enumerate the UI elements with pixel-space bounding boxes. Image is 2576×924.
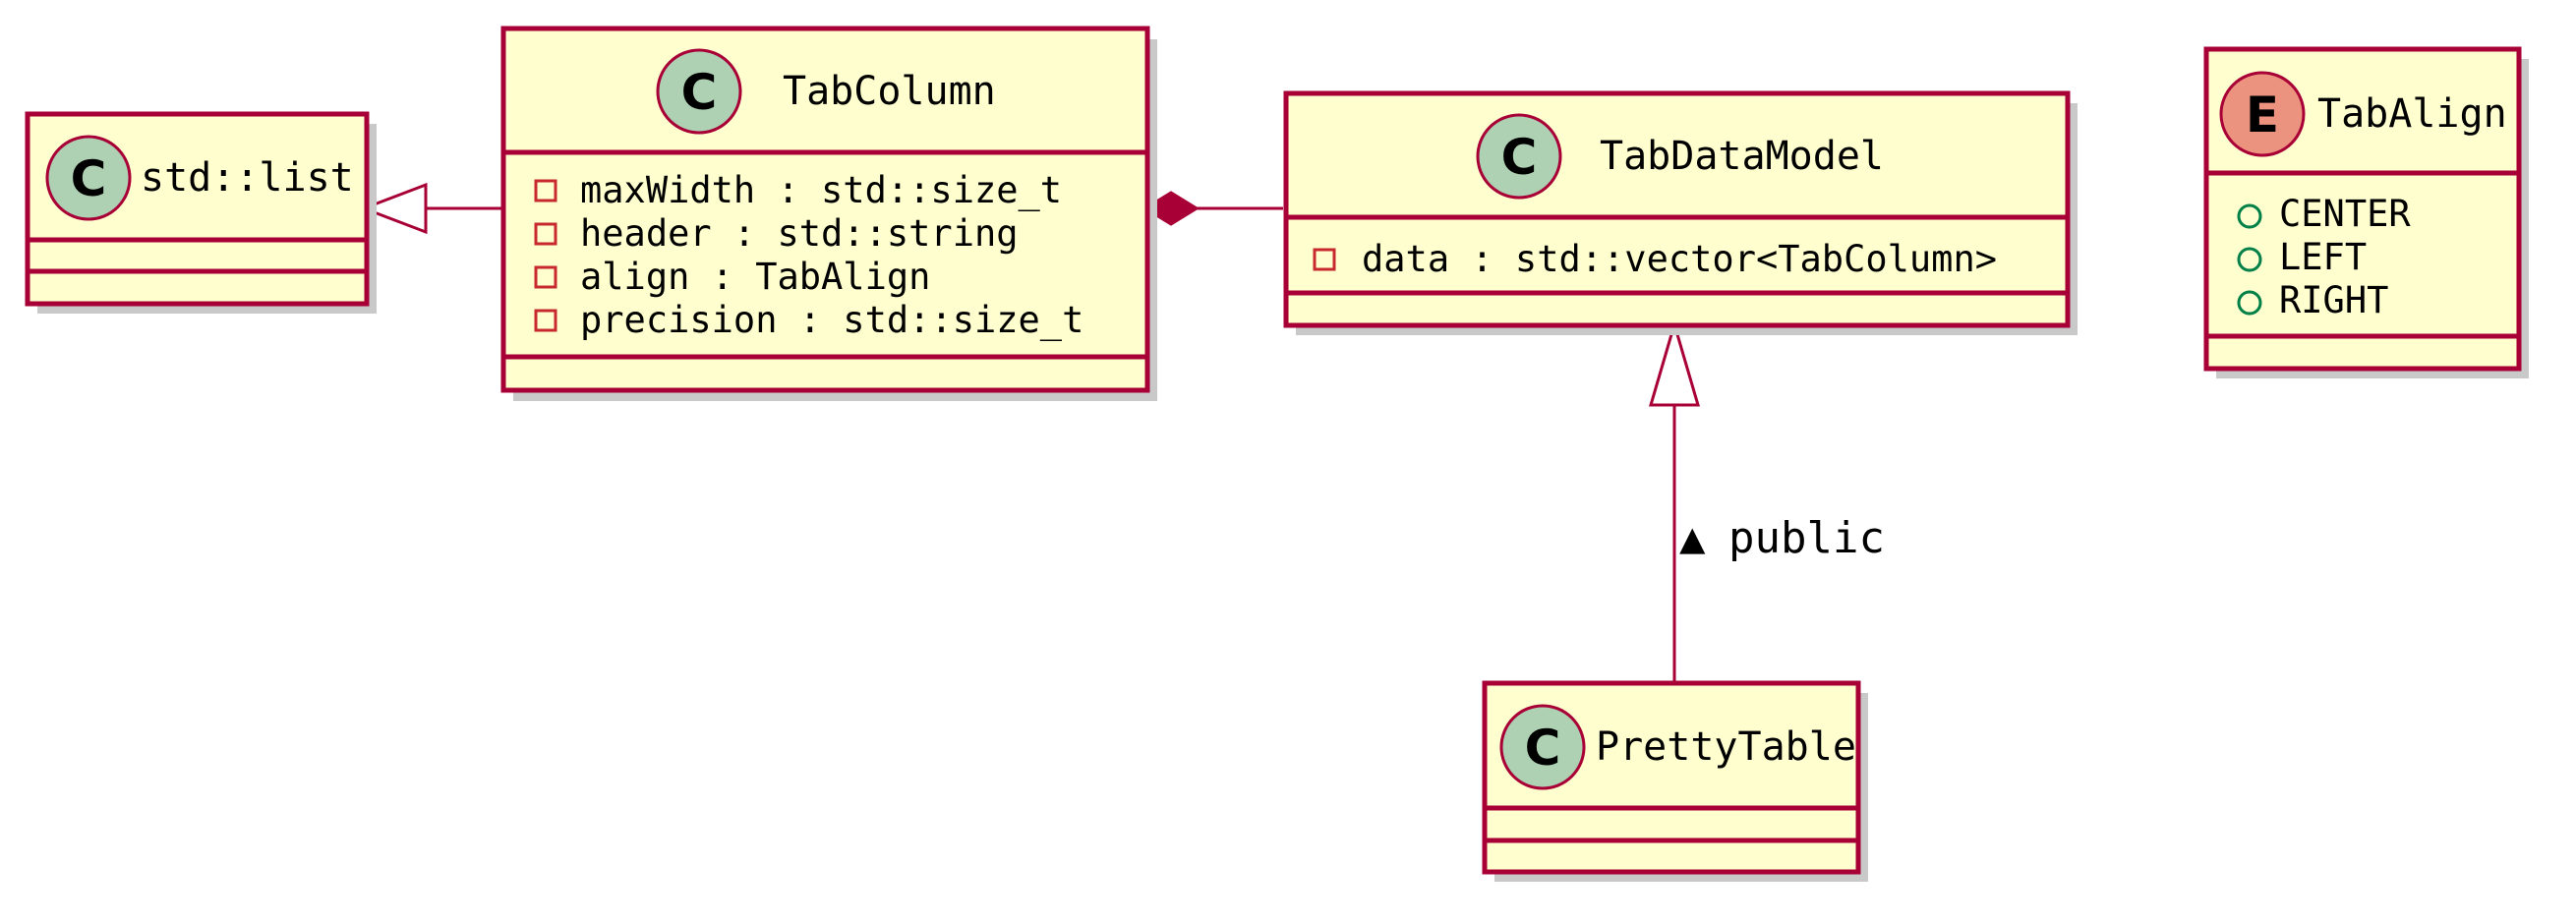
inheritance-arrowhead-tabdatamodel (1648, 318, 1701, 407)
class-tabcolumn: C TabColumn maxWidth : std::size_t heade… (500, 26, 1157, 401)
class-name: TabColumn (783, 69, 996, 114)
enum-value: RIGHT (2279, 279, 2388, 321)
enum-badge-letter: E (2246, 87, 2279, 144)
class-std-list: C std::list (25, 111, 377, 314)
class-badge-letter: C (71, 150, 107, 207)
class-badge-letter: C (1525, 720, 1561, 777)
public-icon (2237, 203, 2262, 229)
private-icon (1313, 248, 1336, 271)
class-name: PrettyTable (1596, 724, 1856, 770)
enum-name: TabAlign (2317, 91, 2507, 137)
enum-badge-icon (2219, 71, 2306, 157)
private-icon (534, 265, 557, 289)
class-prettytable: C PrettyTable (1482, 680, 1868, 882)
enum-value: CENTER (2279, 193, 2411, 235)
inheritance-label-text: public (1728, 513, 1885, 563)
member-field: header : std::string (580, 212, 1019, 255)
class-tabdatamodel: C TabDataModel data : std::vector<TabCol… (1283, 90, 2078, 335)
class-badge-icon (1476, 113, 1562, 200)
direction-marker: ▲ (1679, 513, 1706, 563)
class-badge-icon (45, 135, 132, 221)
class-badge-letter: C (681, 64, 718, 121)
composition-diamond (1142, 191, 1200, 226)
public-icon (2237, 247, 2262, 272)
member-field: maxWidth : std::size_t (580, 169, 1062, 212)
inheritance-arrowhead-stdlist (359, 182, 428, 235)
class-badge-icon (1499, 704, 1586, 790)
private-icon (534, 309, 557, 332)
member-field: precision : std::size_t (580, 299, 1083, 342)
enum-value: LEFT (2279, 236, 2367, 278)
private-icon (534, 222, 557, 246)
class-badge-letter: C (1501, 129, 1538, 186)
enum-tabalign: E TabAlign CENTER LEFT RIGHT (2203, 46, 2529, 378)
class-badge-icon (656, 48, 742, 135)
member-field: align : TabAlign (580, 256, 930, 298)
class-name: std::list (141, 155, 354, 201)
class-name: TabDataModel (1600, 134, 1884, 179)
private-icon (534, 179, 557, 202)
member-field: data : std::vector<TabColumn> (1362, 238, 1997, 280)
public-icon (2237, 290, 2262, 316)
inheritance-label: ▲ public (1679, 513, 1885, 563)
